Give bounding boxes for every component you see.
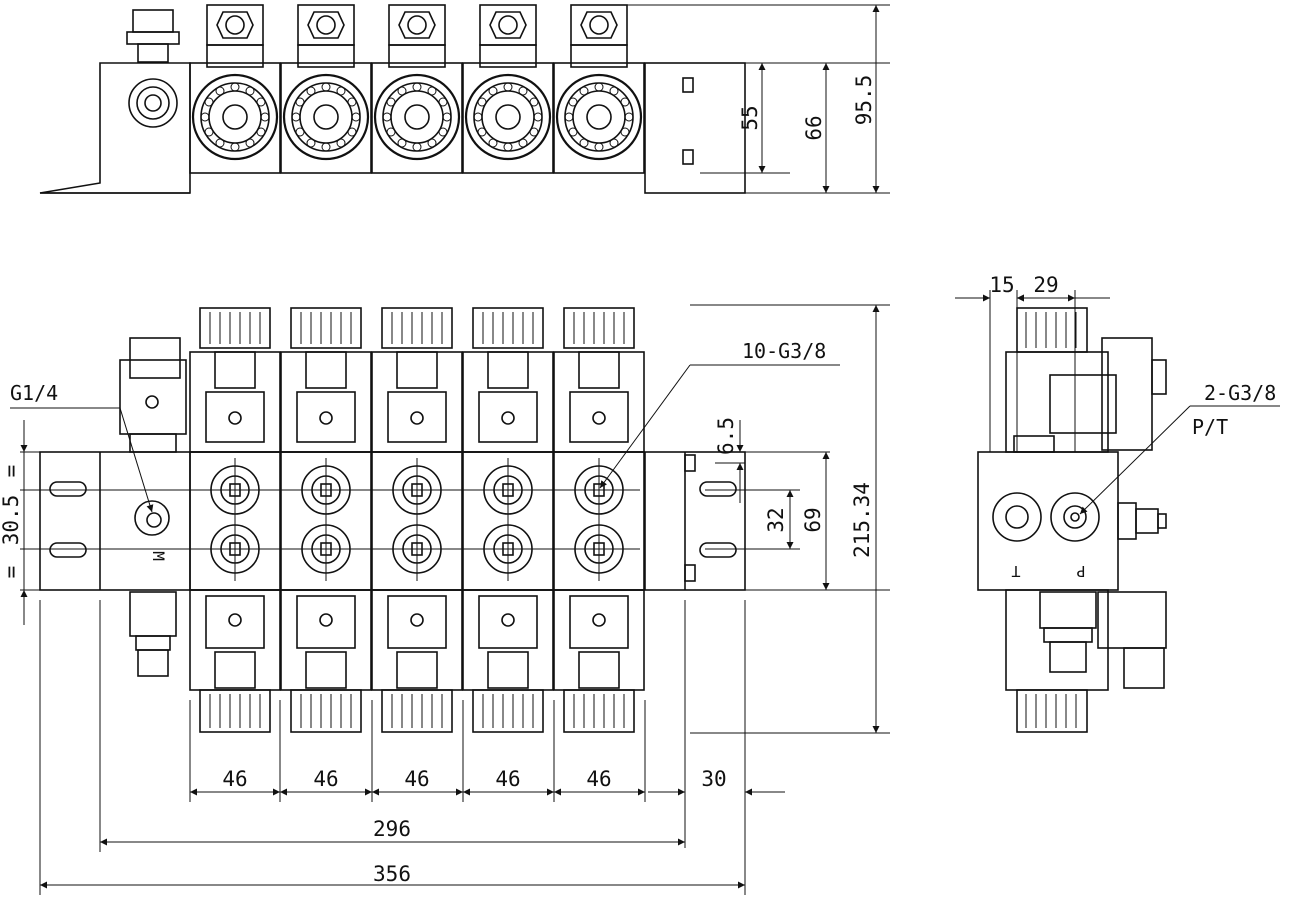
callout-p-t: P/T <box>1192 415 1228 439</box>
dim-296: 296 <box>373 817 411 841</box>
dim-section-2: 46 <box>313 767 338 791</box>
front-view: M G1/4 10-G3/8 6.5 32 69 215.34 <box>0 304 890 895</box>
top-view: 55 66 95.5 <box>39 4 890 194</box>
dim-6-5: 6.5 <box>714 417 738 455</box>
port-t-label: T <box>1011 562 1020 580</box>
dim-eq-top: = <box>0 465 23 478</box>
dim-29: 29 <box>1033 273 1058 297</box>
dim-356: 356 <box>373 862 411 886</box>
dim-15: 15 <box>989 273 1014 297</box>
dim-section-4: 46 <box>495 767 520 791</box>
front-valve-section-4 <box>462 307 554 733</box>
dim-section-1: 46 <box>222 767 247 791</box>
callout-10-g3-8: 10-G3/8 <box>742 339 826 363</box>
dim-32: 32 <box>764 507 788 532</box>
dim-30-5: 30.5 <box>0 495 23 546</box>
front-valve-sections <box>189 307 645 733</box>
dim-30: 30 <box>701 767 726 791</box>
front-valve-section-2 <box>280 307 372 733</box>
top-valve-sections <box>189 4 645 174</box>
dim-215-34: 215.34 <box>850 482 874 558</box>
top-valve-section-1 <box>189 4 281 174</box>
top-valve-section-3 <box>371 4 463 174</box>
dim-95-5: 95.5 <box>852 75 876 126</box>
front-valve-section-5 <box>553 307 645 733</box>
dim-section-3: 46 <box>404 767 429 791</box>
port-p-label: P <box>1076 562 1085 580</box>
callout-2-g3-8: 2-G3/8 <box>1204 381 1276 405</box>
top-valve-section-4 <box>462 4 554 174</box>
top-valve-section-2 <box>280 4 372 174</box>
dim-69: 69 <box>801 507 825 532</box>
side-view: T P 15 29 2-G3/8 P/T <box>955 273 1280 733</box>
front-valve-section-1 <box>189 307 281 733</box>
dim-55: 55 <box>738 105 762 130</box>
dim-eq-bottom: = <box>0 566 23 579</box>
callout-g1-4: G1/4 <box>10 381 58 405</box>
top-valve-section-5 <box>553 4 645 174</box>
mark-m: M <box>149 551 168 561</box>
dim-section-5: 46 <box>586 767 611 791</box>
dim-66: 66 <box>802 115 826 140</box>
front-valve-section-3 <box>371 307 463 733</box>
